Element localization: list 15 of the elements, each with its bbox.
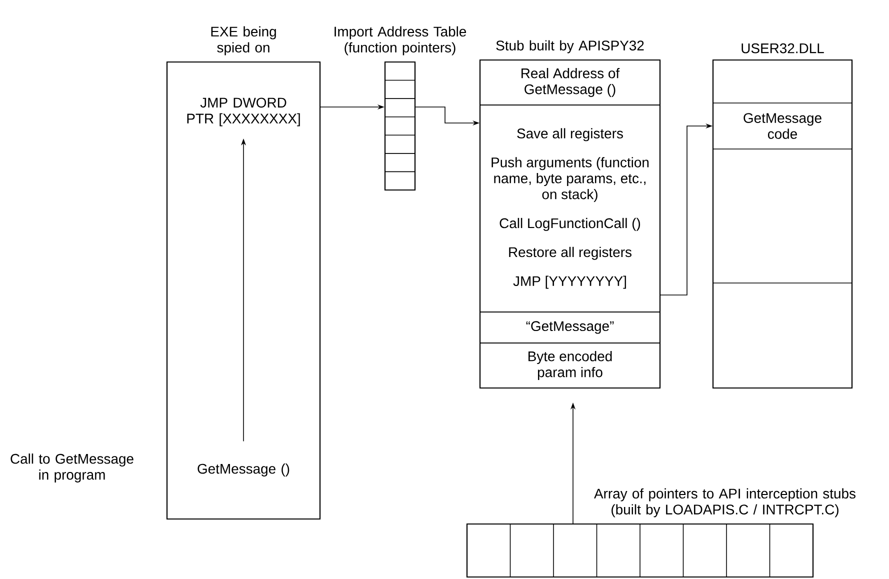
node-label: Import Address Table (function pointers): [334, 26, 466, 56]
node-label: USER32.DLL: [742, 43, 824, 54]
call-text: GetMessage (): [198, 464, 290, 476]
stub-code-section: Save all registers Push arguments (function name, byte params, etc., on stack) Call LogFunctionCall () Restore all registers JMP [YYYYYYYY]: [480, 104, 660, 312]
stub-section: Byte encoded param info: [480, 342, 660, 388]
dll-section: GetMessage code: [712, 102, 852, 150]
stub-section: “GetMessage”: [480, 312, 660, 344]
instruction-text: JMP DWORD PTR [XXXXXXXX]: [187, 98, 300, 126]
node-label: Stub built by APISPY32: [496, 40, 644, 54]
stub-section: Real Address of GetMessage (): [480, 60, 660, 106]
address-table: Import Address Table (function pointers): [334, 26, 466, 191]
pointer-array: Array of pointers to API interception stubs (built by LOADAPIS.C / INTRCPT.C): [466, 488, 856, 578]
side-label: Call to GetMessage in program: [10, 454, 134, 482]
node-label: Array of pointers to API interception stubs (built by LOADAPIS.C / INTRCPT.C): [594, 488, 856, 518]
node-label: EXE being spied on: [211, 26, 276, 56]
